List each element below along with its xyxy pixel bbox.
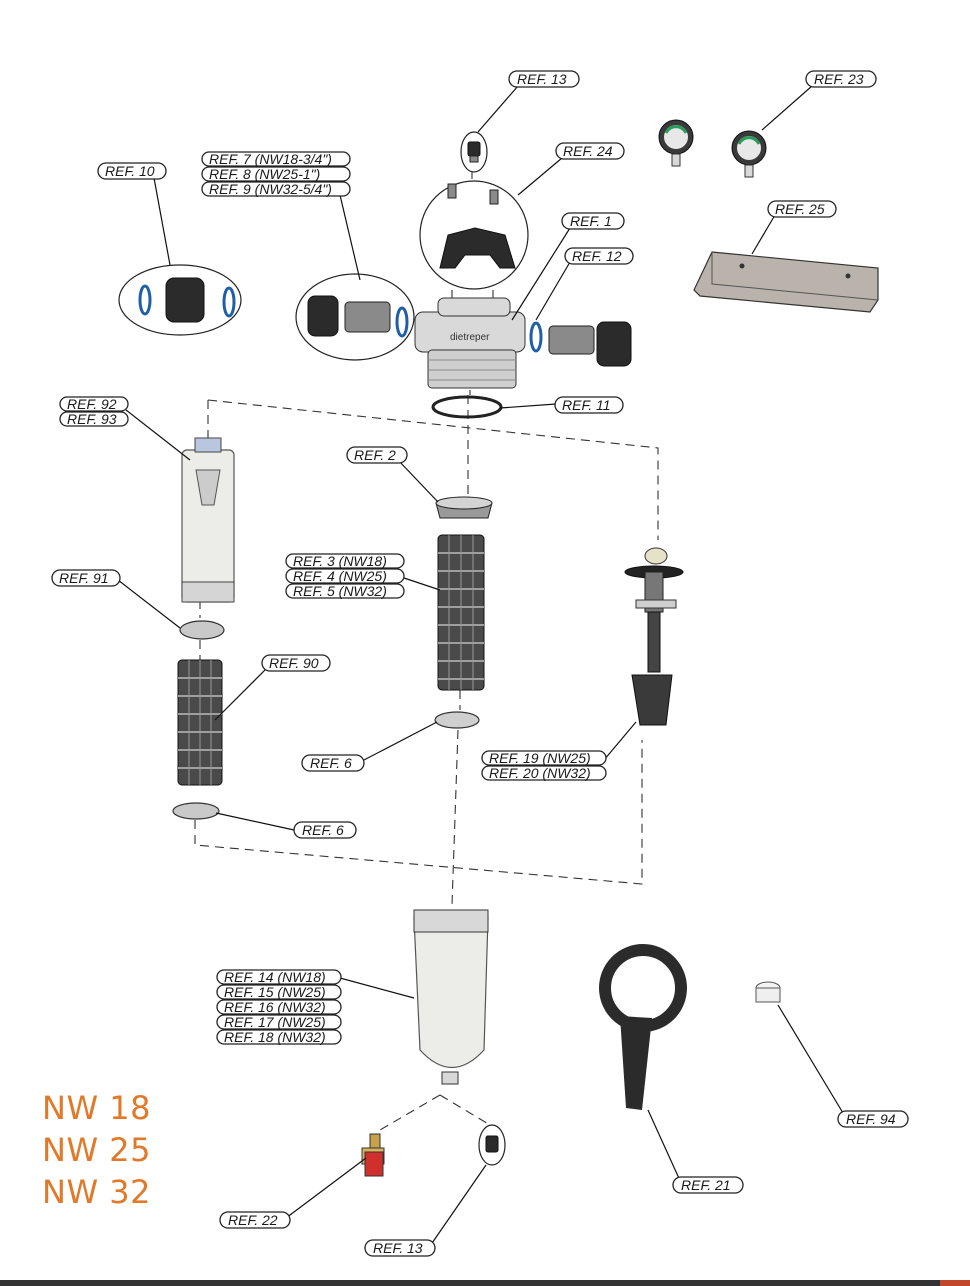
backwash-spindle-part xyxy=(624,547,684,726)
ref-label-text: REF. 8 (NW25-1") xyxy=(209,166,320,182)
spanner-wrench-part xyxy=(599,944,687,1110)
ref-label-text: REF. 91 xyxy=(59,570,109,586)
ref-label-90: REF. 90 xyxy=(261,654,331,672)
ref-label-22: REF. 22 xyxy=(219,1211,291,1229)
ref-label-text: REF. 92 xyxy=(67,396,117,412)
ref-label-12: REF. 12 xyxy=(564,247,634,265)
ref-label-7-8-9: REF. 7 (NW18-3/4") REF. 8 (NW25-1") REF.… xyxy=(201,151,351,197)
ref-label-6-mid: REF. 6 xyxy=(301,754,365,772)
ref-label-text: REF. 25 xyxy=(775,201,825,217)
ref-label-91: REF. 91 xyxy=(51,569,121,587)
ref-label-text: REF. 23 xyxy=(814,71,864,87)
housing-oring-part xyxy=(431,395,503,419)
ref-label-text: REF. 3 (NW18) xyxy=(293,553,387,569)
ref-label-text: REF. 17 (NW25) xyxy=(224,1014,326,1030)
ref-label-text: REF. 15 (NW25) xyxy=(224,984,326,1000)
ref-label-text: REF. 24 xyxy=(563,143,613,159)
ref-label-text: REF. 4 (NW25) xyxy=(293,568,387,584)
rotor-part xyxy=(435,496,493,519)
series-label-nw25: NW 25 xyxy=(42,1131,151,1169)
ref-label-1: REF. 1 xyxy=(561,212,625,230)
ref-label-25: REF. 25 xyxy=(767,200,837,218)
pressure-gauges-part xyxy=(658,119,767,178)
ref-label-text: REF. 21 xyxy=(681,1177,731,1193)
ref-label-text: REF. 2 xyxy=(354,447,396,463)
ref-label-text: REF. 10 xyxy=(105,163,155,179)
seal-ring-left-part xyxy=(172,802,220,820)
ref-label-text: REF. 20 (NW32) xyxy=(489,765,591,781)
nut-oring-set-part xyxy=(118,264,242,336)
ref-label-94: REF. 94 xyxy=(837,1110,909,1128)
ref-label-text: REF. 6 xyxy=(310,755,352,771)
clear-filter-housing-part xyxy=(181,437,235,603)
ref-label-text: REF. 1 xyxy=(570,213,612,229)
ref-label-11: REF. 11 xyxy=(554,396,624,414)
ref-label-24: REF. 24 xyxy=(555,142,625,160)
adapter-ring-part xyxy=(179,620,225,640)
ref-label-6-low: REF. 6 xyxy=(293,821,357,839)
outlet-fittings-part xyxy=(529,321,632,367)
mounting-bracket-part xyxy=(419,180,529,290)
ref-label-text: REF. 7 (NW18-3/4") xyxy=(209,151,332,167)
ref-label-text: REF. 16 (NW32) xyxy=(224,999,326,1015)
ref-label-2: REF. 2 xyxy=(346,446,408,464)
seal-ring-center-part xyxy=(434,711,480,729)
screen-cartridge-left-part xyxy=(177,659,223,786)
ref-label-92-93: REF. 92 REF. 93 xyxy=(59,396,129,427)
ref-label-14-18: REF. 14 (NW18) REF. 15 (NW25) REF. 16 (N… xyxy=(216,969,342,1045)
leader-lines xyxy=(117,85,847,1247)
ref-label-text: REF. 12 xyxy=(572,248,622,264)
ref-label-text: REF. 19 (NW25) xyxy=(489,750,591,766)
ref-label-text: REF. 90 xyxy=(269,655,319,671)
ref-label-text: REF. 5 (NW32) xyxy=(293,583,387,599)
ref-label-text: REF. 18 (NW32) xyxy=(224,1029,326,1045)
ref-label-3-4-5: REF. 3 (NW18) REF. 4 (NW25) REF. 5 (NW32… xyxy=(285,553,405,599)
filter-head-part: dietreper xyxy=(414,297,526,389)
ref-label-text: REF. 94 xyxy=(846,1111,896,1127)
series-label-nw32: NW 32 xyxy=(42,1173,151,1211)
ref-label-text: REF. 9 (NW32-5/4") xyxy=(209,181,332,197)
ref-label-21: REF. 21 xyxy=(672,1176,744,1194)
ref-label-19-20: REF. 19 (NW25) REF. 20 (NW32) xyxy=(481,750,607,781)
ref-label-text: REF. 6 xyxy=(302,822,344,838)
ref-label-10: REF. 10 xyxy=(97,162,167,180)
series-label-nw18: NW 18 xyxy=(42,1089,151,1127)
ref-label-text: REF. 13 xyxy=(373,1240,423,1256)
wall-bracket-part xyxy=(693,251,879,313)
bottom-accent-bar xyxy=(940,1280,970,1286)
bottom-border-bar xyxy=(0,1280,970,1286)
svg-text:dietreper: dietreper xyxy=(450,332,490,343)
plug-part-bottom xyxy=(478,1124,506,1166)
drain-valve-part xyxy=(361,1133,385,1177)
ref-label-13-top: REF. 13 xyxy=(508,70,580,88)
filter-bowl-part xyxy=(413,909,489,1085)
ref-label-text: REF. 14 (NW18) xyxy=(224,969,326,985)
ref-label-text: REF. 93 xyxy=(67,411,117,427)
cap-part xyxy=(755,981,781,1003)
ref-label-23: REF. 23 xyxy=(805,70,877,88)
plug-part-top xyxy=(460,131,488,173)
ref-label-text: REF. 22 xyxy=(228,1212,278,1228)
pipe-fittings-part xyxy=(295,273,415,361)
ref-label-text: REF. 11 xyxy=(562,397,611,413)
screen-cartridge-center-part xyxy=(437,534,485,691)
ref-label-13-bottom: REF. 13 xyxy=(364,1239,436,1257)
ref-label-text: REF. 13 xyxy=(517,71,567,87)
